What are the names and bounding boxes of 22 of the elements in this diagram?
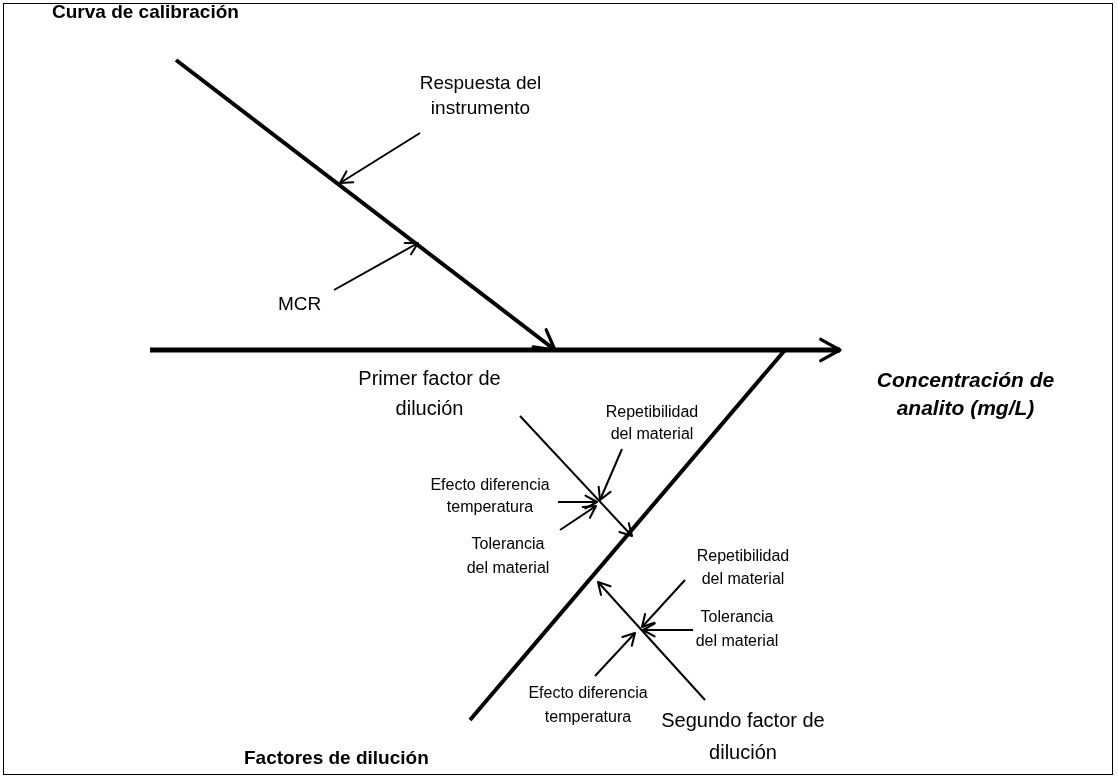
effect-label: Concentración de analito (mg/L) <box>848 366 1083 422</box>
arrow <box>640 579 686 629</box>
branch-arrow <box>150 337 842 363</box>
arrow <box>519 415 634 538</box>
arrow <box>559 504 598 531</box>
arrow <box>594 631 637 677</box>
cause-label: Efecto diferencia temperatura <box>420 474 560 518</box>
arrow <box>333 241 420 291</box>
arrow <box>557 494 599 510</box>
cause-label: MCR <box>278 292 338 316</box>
cause-label: Tolerancia del material <box>689 605 785 653</box>
cause-label: Respuesta del instrumento <box>413 70 548 120</box>
cause-label: Tolerancia del material <box>460 532 556 580</box>
arrow <box>338 132 421 185</box>
arrow <box>641 622 694 638</box>
category-label: Factores de dilución <box>244 746 474 770</box>
arrow <box>597 448 623 502</box>
cause-label: Primer factor de dilución <box>357 363 502 423</box>
cause-label: Repetibilidad del material <box>597 401 707 445</box>
cause-label: Repetibilidad del material <box>688 544 798 590</box>
arrow <box>596 580 706 701</box>
category-label: Curva de calibración <box>52 0 282 24</box>
